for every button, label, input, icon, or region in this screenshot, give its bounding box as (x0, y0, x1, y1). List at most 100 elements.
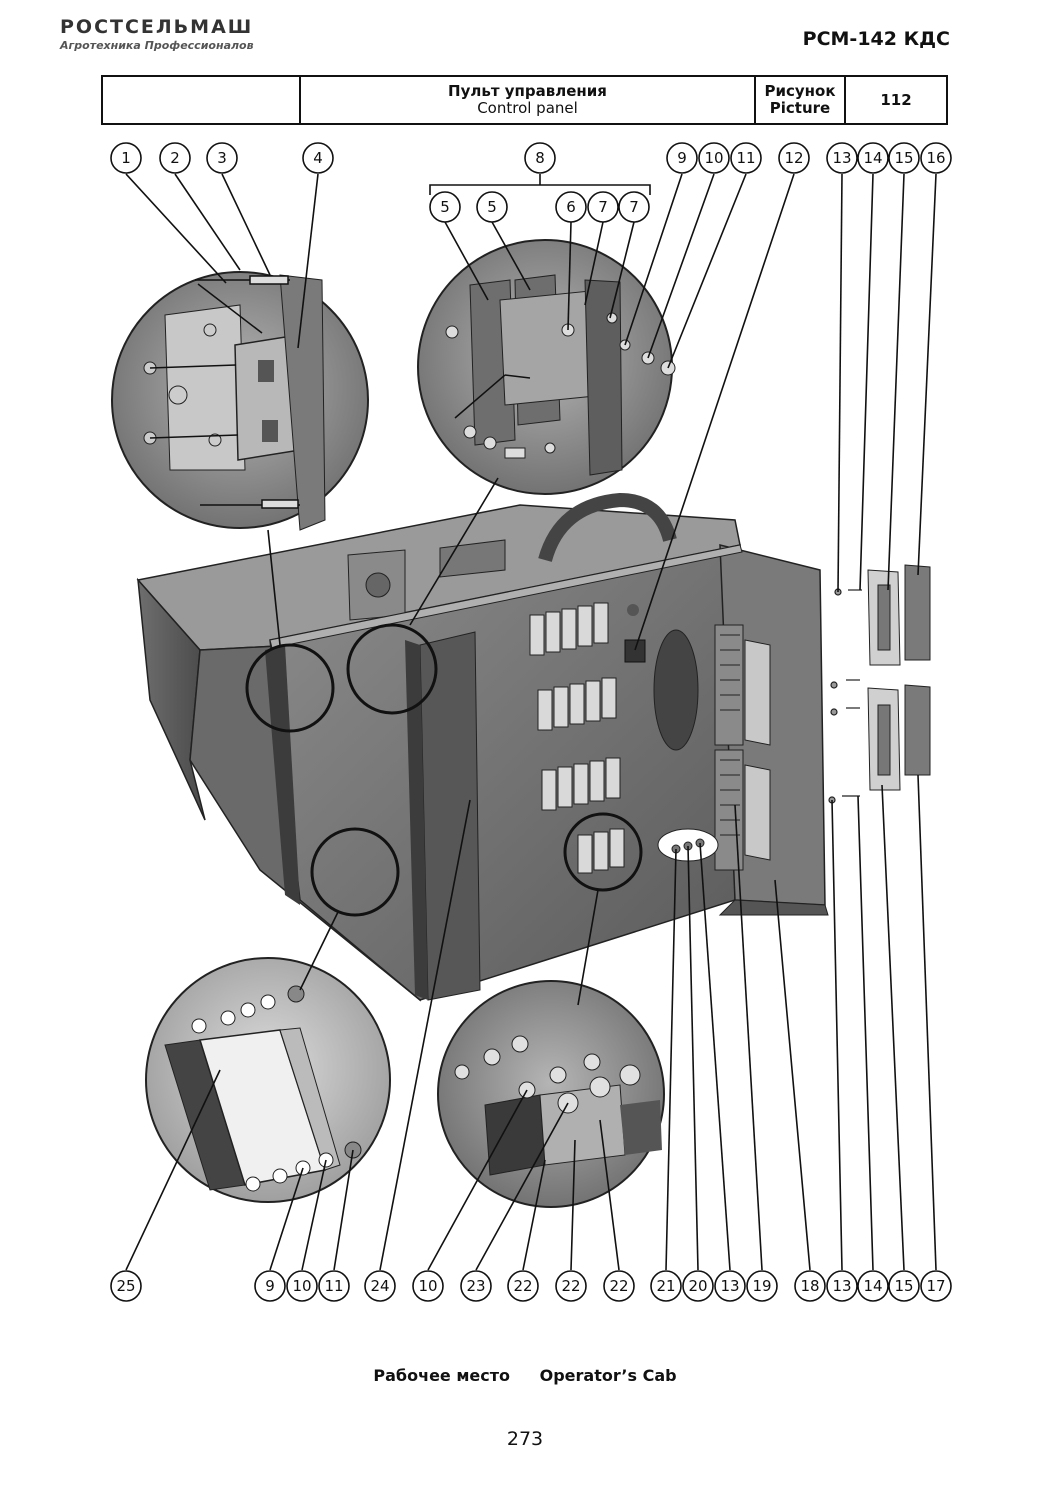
callouts-bottom: 25 9 10 11 24 10 23 22 22 22 21 20 13 19… (110, 1270, 952, 1302)
callout-12: 12 (778, 142, 810, 174)
callout-5b: 5 (476, 191, 508, 223)
brand-tagline: Агротехника Профессионалов (60, 39, 254, 52)
callout-5a: 5 (429, 191, 461, 223)
svg-text:10: 10 (704, 149, 723, 167)
section-en: Operator’s Cab (539, 1366, 677, 1385)
title-ru: Пульт управления (448, 82, 607, 100)
callouts-top: 1 2 3 4 8 5 5 6 7 7 9 10 11 12 13 14 15 … (110, 142, 952, 223)
callout-19: 19 (746, 1270, 778, 1302)
callout-22a: 22 (507, 1270, 539, 1302)
svg-text:15: 15 (894, 149, 913, 167)
svg-text:23: 23 (466, 1277, 485, 1295)
callout-13: 13 (826, 142, 858, 174)
svg-text:7: 7 (629, 198, 639, 216)
detail-view-2 (417, 239, 676, 495)
svg-text:17: 17 (926, 1277, 945, 1295)
callout-3: 3 (206, 142, 238, 174)
callout-2: 2 (159, 142, 191, 174)
svg-text:21: 21 (656, 1277, 675, 1295)
svg-text:5: 5 (440, 198, 450, 216)
callout-23: 23 (460, 1270, 492, 1302)
title-cell: Пульт управления Control panel (301, 77, 756, 123)
callout-11b: 11 (318, 1270, 350, 1302)
svg-text:3: 3 (217, 149, 227, 167)
svg-text:12: 12 (784, 149, 803, 167)
svg-text:9: 9 (265, 1277, 275, 1295)
detail-view-3 (145, 957, 391, 1203)
callout-14b: 14 (857, 1270, 889, 1302)
callout-17: 17 (920, 1270, 952, 1302)
callout-1: 1 (110, 142, 142, 174)
title-en: Control panel (477, 99, 578, 117)
callout-16: 16 (920, 142, 952, 174)
section-ru: Рабочее место (373, 1366, 511, 1385)
svg-text:22: 22 (513, 1277, 532, 1295)
svg-text:2: 2 (170, 149, 180, 167)
callout-6: 6 (555, 191, 587, 223)
svg-text:1: 1 (121, 149, 131, 167)
svg-text:25: 25 (116, 1277, 135, 1295)
detail-markers (245, 623, 643, 917)
svg-text:18: 18 (800, 1277, 819, 1295)
page-number: 273 (506, 1428, 544, 1450)
svg-text:10: 10 (418, 1277, 437, 1295)
svg-text:24: 24 (370, 1277, 389, 1295)
callout-14: 14 (857, 142, 889, 174)
leader-lines (125, 173, 937, 1271)
svg-text:15: 15 (894, 1277, 913, 1295)
callout-22c: 22 (603, 1270, 635, 1302)
callout-10: 10 (698, 142, 730, 174)
svg-text:9: 9 (677, 149, 687, 167)
callout-10c: 10 (412, 1270, 444, 1302)
svg-text:11: 11 (736, 149, 755, 167)
callout-9b: 9 (254, 1270, 286, 1302)
picture-label-ru: Рисунок (764, 82, 836, 100)
brand-logo: РОСТСЕЛЬМАШ (60, 16, 254, 38)
svg-text:8: 8 (535, 149, 545, 167)
svg-text:19: 19 (752, 1277, 771, 1295)
callout-18: 18 (794, 1270, 826, 1302)
svg-text:16: 16 (926, 149, 945, 167)
callout-20: 20 (682, 1270, 714, 1302)
svg-text:22: 22 (609, 1277, 628, 1295)
svg-text:14: 14 (863, 149, 882, 167)
svg-text:20: 20 (688, 1277, 707, 1295)
svg-text:6: 6 (566, 198, 576, 216)
callout-15: 15 (888, 142, 920, 174)
picture-number-cell: 112 (846, 77, 946, 123)
svg-text:7: 7 (598, 198, 608, 216)
title-blank-cell (103, 77, 301, 123)
callout-24: 24 (364, 1270, 396, 1302)
console-body (136, 492, 931, 1002)
callout-4: 4 (302, 142, 334, 174)
svg-text:11: 11 (324, 1277, 343, 1295)
callout-8: 8 (524, 142, 556, 174)
callout-13b: 13 (714, 1270, 746, 1302)
callout-13c: 13 (826, 1270, 858, 1302)
picture-label-en: Picture (769, 99, 831, 117)
picture-number: 112 (880, 90, 912, 109)
svg-text:22: 22 (561, 1277, 580, 1295)
callout-7a: 7 (587, 191, 619, 223)
callout-10b: 10 (286, 1270, 318, 1302)
callout-11: 11 (730, 142, 762, 174)
callout-7b: 7 (618, 191, 650, 223)
svg-text:5: 5 (487, 198, 497, 216)
detail-view-4 (437, 980, 665, 1208)
model-name: РСМ-142 КДС (802, 28, 950, 50)
svg-text:14: 14 (863, 1277, 882, 1295)
callout-25: 25 (110, 1270, 142, 1302)
picture-label-cell: Рисунок Picture (756, 77, 846, 123)
callout-21: 21 (650, 1270, 682, 1302)
svg-text:4: 4 (313, 149, 323, 167)
title-block: Пульт управления Control panel Рисунок P… (101, 75, 948, 125)
callout-22b: 22 (555, 1270, 587, 1302)
svg-text:13: 13 (832, 149, 851, 167)
detail-view-1 (111, 271, 369, 531)
section-caption: Рабочее место Operator’s Cab (0, 1366, 1050, 1385)
svg-text:10: 10 (292, 1277, 311, 1295)
callout-9: 9 (666, 142, 698, 174)
callout-15b: 15 (888, 1270, 920, 1302)
svg-text:13: 13 (720, 1277, 739, 1295)
